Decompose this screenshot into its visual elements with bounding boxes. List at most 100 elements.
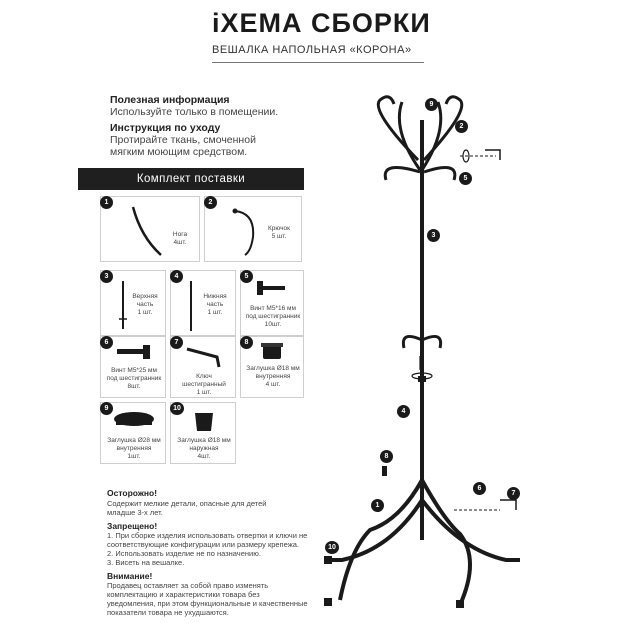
kit-label-10b: наружная bbox=[189, 445, 219, 452]
kit-badge-1: 1 bbox=[100, 196, 113, 209]
inner-plug-28-illustration bbox=[114, 412, 154, 426]
page-title: iХЕМА СБОРКИ bbox=[212, 8, 431, 38]
callout-7: 7 bbox=[507, 487, 520, 500]
leg-left bbox=[330, 498, 424, 562]
kit-label-2a: Крючок bbox=[268, 225, 290, 232]
kit-badge-10: 10 bbox=[170, 402, 184, 415]
kit-item-4: 4 Нижняя часть 1 шт. bbox=[170, 270, 236, 336]
attention-line-1: Продавец оставляет за собой право изменя… bbox=[107, 581, 269, 590]
kit-item-8: 8 Заглушка Ø18 мм внутренняя 4 шт. bbox=[240, 336, 304, 398]
title-divider bbox=[212, 62, 424, 63]
callout-5: 5 bbox=[459, 172, 472, 185]
kit-label-4a: Нижняя bbox=[203, 293, 227, 300]
callout-10: 10 bbox=[325, 541, 339, 554]
attention-line-3: уведомления, при этом функциональные и к… bbox=[107, 599, 308, 608]
top-hook-right-outer bbox=[422, 95, 464, 162]
kit-item-10: 10 Заглушка Ø18 мм наружная 4шт. bbox=[170, 402, 236, 464]
kit-label-8b: внутренняя bbox=[255, 373, 291, 380]
upper-part-illustration bbox=[119, 281, 127, 329]
inner-plug-18-illustration bbox=[261, 343, 283, 359]
kit-badge-9: 9 bbox=[100, 402, 113, 415]
top-hook-right-inner bbox=[420, 101, 443, 171]
kit-label-3a: Верхняя bbox=[132, 293, 158, 300]
kit-label-5a: Винт М5*16 мм bbox=[250, 305, 296, 312]
kit-item-3: 3 Верхняя часть 1 шт. bbox=[100, 270, 166, 336]
kit-banner: Комплект поставки bbox=[78, 168, 304, 190]
leg-illustration bbox=[131, 206, 162, 256]
kit-label-1b: 4шт. bbox=[173, 239, 187, 246]
kit-label-10a: Заглушка Ø18 мм bbox=[177, 437, 231, 444]
kit-label-9c: 1шт. bbox=[127, 453, 141, 460]
lower-part-illustration bbox=[190, 281, 192, 331]
kit-badge-7: 7 bbox=[170, 336, 183, 349]
kit-label-3c: 1 шт. bbox=[137, 309, 153, 316]
kit-label-6a: Винт М5*25 мм bbox=[111, 367, 157, 374]
screw-25-illustration bbox=[117, 345, 150, 359]
kit-badge-2: 2 bbox=[204, 196, 217, 209]
screw-16-illustration bbox=[257, 281, 285, 295]
kit-label-2b: 5 шт. bbox=[271, 233, 287, 240]
kit-label-3b: часть bbox=[136, 301, 154, 308]
kit-label-4c: 1 шт. bbox=[207, 309, 223, 316]
callout-8: 8 bbox=[380, 450, 393, 463]
kit-label-9b: внутренняя bbox=[116, 445, 152, 452]
kit-label-6c: 8шт. bbox=[127, 383, 141, 390]
kit-label-5c: 10шт. bbox=[264, 321, 282, 328]
kit-label-9a: Заглушка Ø28 мм bbox=[107, 437, 161, 444]
hex-key-illustration bbox=[186, 347, 221, 368]
kit-badge-4: 4 bbox=[170, 270, 183, 283]
kit-item-2: 2 Крючок 5 шт. bbox=[204, 196, 302, 262]
callout-3: 3 bbox=[427, 229, 440, 242]
mid-hook-right bbox=[421, 334, 443, 349]
forbidden-line-3: 2. Использовать изделие не по назначению… bbox=[107, 549, 261, 558]
callout-6: 6 bbox=[473, 482, 486, 495]
kit-badge-6: 6 bbox=[100, 336, 113, 349]
kit-label-8c: 4 шт. bbox=[265, 381, 281, 388]
forbidden-heading: Запрещено! bbox=[107, 521, 158, 531]
attention-heading: Внимание! bbox=[107, 571, 153, 581]
leg-back-left bbox=[338, 479, 424, 601]
leg-back-right bbox=[420, 479, 472, 606]
care-line-1: Протирайте ткань, смоченной bbox=[110, 134, 256, 146]
callout-9: 9 bbox=[425, 98, 438, 111]
forbidden-line-2: соответствующие конфигурации или размеру… bbox=[107, 540, 299, 549]
kit-label-7b: шестигранный bbox=[182, 381, 226, 388]
attention-line-4: показатели товара не ухудшаются. bbox=[107, 608, 229, 617]
useful-info-heading: Полезная информация bbox=[110, 94, 230, 106]
kit-label-10c: 4шт. bbox=[197, 453, 211, 460]
page-subtitle: ВЕШАЛКА НАПОЛЬНАЯ «КОРОНА» bbox=[212, 44, 412, 56]
kit-label-8a: Заглушка Ø18 мм bbox=[246, 365, 300, 372]
kit-label-1a: Нога bbox=[172, 231, 188, 238]
forbidden-line-4: 3. Висеть на вешалке. bbox=[107, 558, 185, 567]
callout-4: 4 bbox=[397, 405, 410, 418]
top-hook-left-outer bbox=[376, 95, 420, 162]
top-hook-front-left bbox=[383, 166, 421, 181]
leg-right bbox=[420, 498, 520, 562]
kit-item-7: 7 Ключ шестигранный 1 шт. bbox=[170, 336, 236, 398]
kit-badge-3: 3 bbox=[100, 270, 113, 283]
kit-item-1: 1 Нога 4шт. bbox=[100, 196, 200, 262]
kit-label-4b: часть bbox=[206, 301, 224, 308]
coat-rack-diagram bbox=[324, 95, 520, 608]
outer-plug-18-illustration bbox=[195, 413, 213, 431]
top-hook-front-right bbox=[423, 166, 457, 181]
kit-label-5b: под шестигранник bbox=[245, 313, 301, 320]
kit-label-7c: 1 шт. bbox=[196, 389, 212, 396]
kit-label-6b: под шестигранник bbox=[106, 375, 162, 382]
kit-badge-5: 5 bbox=[240, 270, 253, 283]
callout-2: 2 bbox=[455, 120, 468, 133]
kit-item-5: 5 Винт М5*16 мм под шестигранник 10шт. bbox=[240, 270, 304, 336]
kit-label-7a: Ключ bbox=[196, 373, 212, 380]
hook-illustration bbox=[232, 208, 255, 256]
useful-info-text: Используйте только в помещении. bbox=[110, 106, 279, 118]
mid-hook-left bbox=[401, 334, 423, 349]
care-line-2: мягким моющим средством. bbox=[110, 146, 248, 158]
kit-badge-8: 8 bbox=[240, 336, 253, 349]
callout-1: 1 bbox=[371, 499, 384, 512]
forbidden-line-1: 1. При сборке изделия использовать отвер… bbox=[107, 531, 308, 540]
top-hook-left-inner bbox=[397, 101, 422, 171]
care-heading: Инструкция по уходу bbox=[110, 122, 221, 134]
caution-line-1: Содержит мелкие детали, опасные для дете… bbox=[107, 499, 267, 508]
kit-item-6: 6 Винт М5*25 мм под шестигранник 8шт. bbox=[100, 336, 166, 398]
caution-heading: Осторожно! bbox=[107, 488, 158, 498]
